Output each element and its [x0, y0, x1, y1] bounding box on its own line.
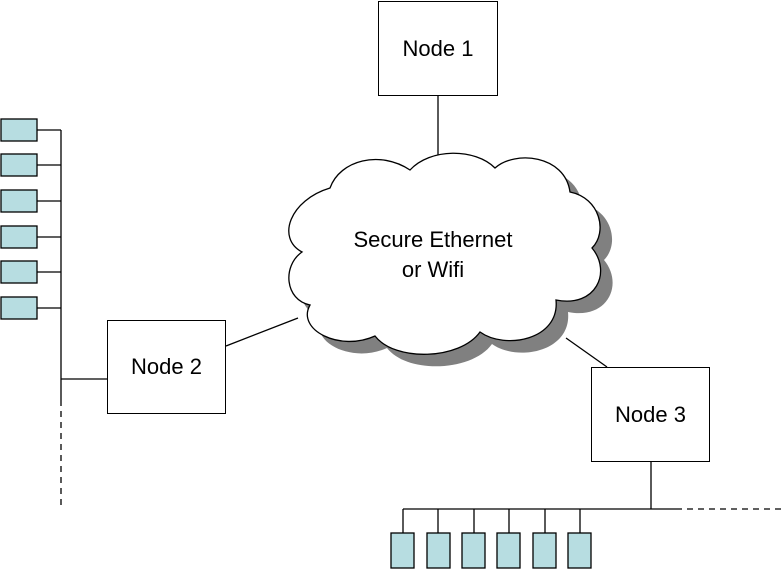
device	[0, 225, 38, 249]
node-1-label: Node 1	[402, 35, 474, 61]
network-cloud: Secure Ethernet or Wifi	[288, 152, 613, 367]
node2-devices	[0, 118, 38, 320]
node2-device-bus	[37, 129, 107, 510]
device	[390, 532, 415, 569]
device	[426, 532, 451, 569]
node-2-box: Node 2	[107, 320, 226, 414]
connection-lines	[225, 96, 608, 368]
link-node2-cloud	[225, 317, 299, 347]
device	[532, 532, 557, 569]
node-3-label: Node 3	[615, 401, 686, 427]
device	[0, 153, 38, 177]
cloud-label-line1: Secure Ethernet	[354, 227, 513, 252]
node-3-box: Node 3	[591, 367, 710, 462]
node3-device-bus	[402, 462, 781, 533]
device	[496, 532, 521, 569]
device	[0, 296, 38, 320]
node3-devices	[390, 532, 592, 569]
node-1-box: Node 1	[378, 1, 498, 96]
link-node3-cloud	[565, 337, 608, 368]
cloud-label-line2: or Wifi	[402, 257, 464, 282]
device	[0, 260, 38, 284]
device	[567, 532, 592, 569]
device	[0, 118, 38, 142]
node3-device-taps	[402, 509, 581, 533]
device	[0, 189, 38, 213]
node2-device-taps	[37, 129, 61, 309]
node-2-label: Node 2	[131, 354, 202, 379]
device	[461, 532, 486, 569]
